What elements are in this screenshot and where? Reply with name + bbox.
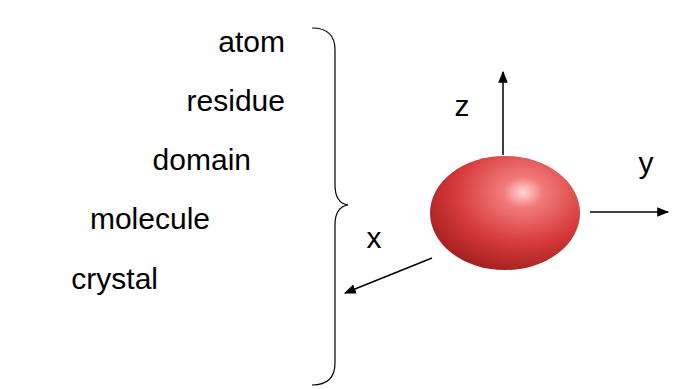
axis-label: z (455, 91, 470, 121)
axis-label: x (367, 223, 382, 253)
hierarchy-level: molecule (90, 204, 210, 234)
hierarchy-level: crystal (71, 264, 158, 294)
axis-label: y (639, 148, 654, 178)
z-axis (502, 72, 504, 155)
curly-brace (312, 28, 348, 385)
hierarchy-level: residue (187, 86, 285, 116)
hierarchy-level: atom (218, 27, 285, 57)
hierarchy-level: domain (153, 145, 251, 175)
x-axis (345, 258, 432, 293)
y-axis (590, 211, 668, 213)
ellipsoid (430, 156, 580, 270)
